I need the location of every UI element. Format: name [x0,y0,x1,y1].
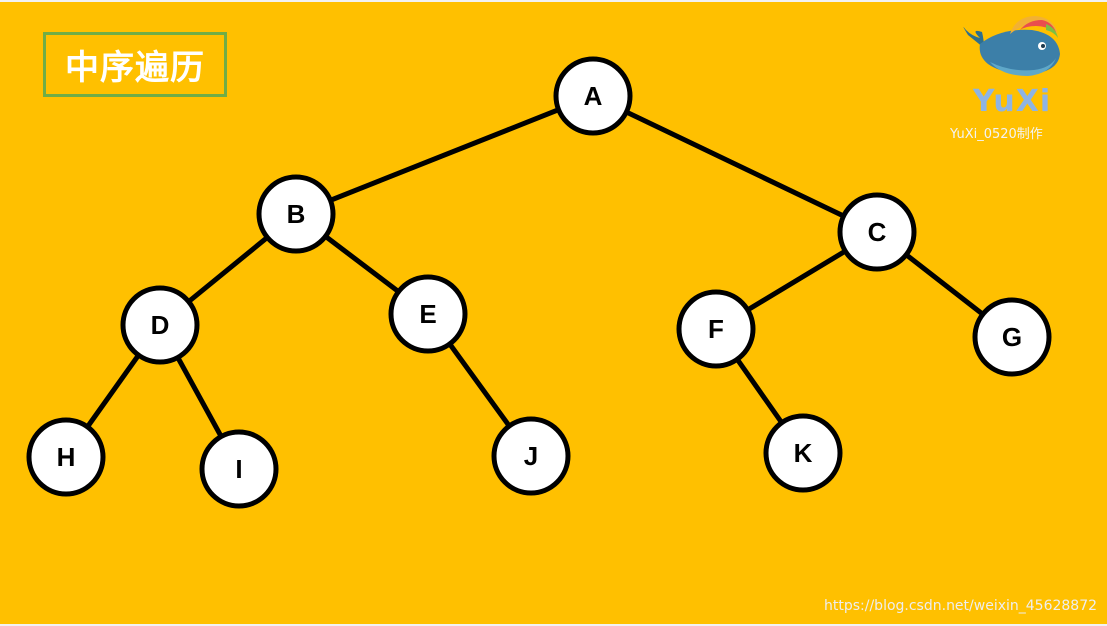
node-circle [26,417,106,497]
node-label: G [1002,322,1022,352]
node-label: H [57,442,76,472]
logo-subtext: YuXi_0520制作 [950,127,1043,142]
node-circle [388,274,468,354]
node-label: A [584,81,603,111]
node-circle [837,192,917,272]
node-label: I [235,454,242,484]
tree-node-j: J [491,416,571,496]
node-circle [553,56,633,136]
node-label: K [794,438,813,468]
tree-edges [63,93,1014,471]
tree-edge-a-c [591,93,879,235]
tree-node-b: B [256,174,336,254]
tree-edge-a-b [295,93,594,217]
tree-node-i: I [199,429,279,509]
bottom-border [0,624,1107,626]
tree-node-a: A [553,56,633,136]
node-label: F [708,314,724,344]
tree-node-k: K [763,413,843,493]
whale-icon [963,16,1060,76]
node-label: D [151,310,170,340]
logo-text: YuXi [972,84,1052,119]
node-circle [491,416,571,496]
node-label: B [287,199,306,229]
node-circle [763,413,843,493]
tree-node-g: G [972,297,1052,377]
node-label: E [419,299,436,329]
tree-node-h: H [26,417,106,497]
node-label: C [868,217,887,247]
node-circle [120,285,200,365]
tree-node-e: E [388,274,468,354]
tree-node-c: C [837,192,917,272]
tree-node-d: D [120,285,200,365]
node-label: J [524,441,538,471]
node-circle [972,297,1052,377]
tree-node-f: F [676,289,756,369]
node-circle [256,174,336,254]
node-circle [199,429,279,509]
slide-title: 中序遍历 [43,32,227,97]
node-circle [676,289,756,369]
tree-nodes: A B C D E F G H I J K [26,56,1052,509]
top-border [0,0,1107,2]
watermark-url: https://blog.csdn.net/weixin_45628872 [824,598,1098,614]
